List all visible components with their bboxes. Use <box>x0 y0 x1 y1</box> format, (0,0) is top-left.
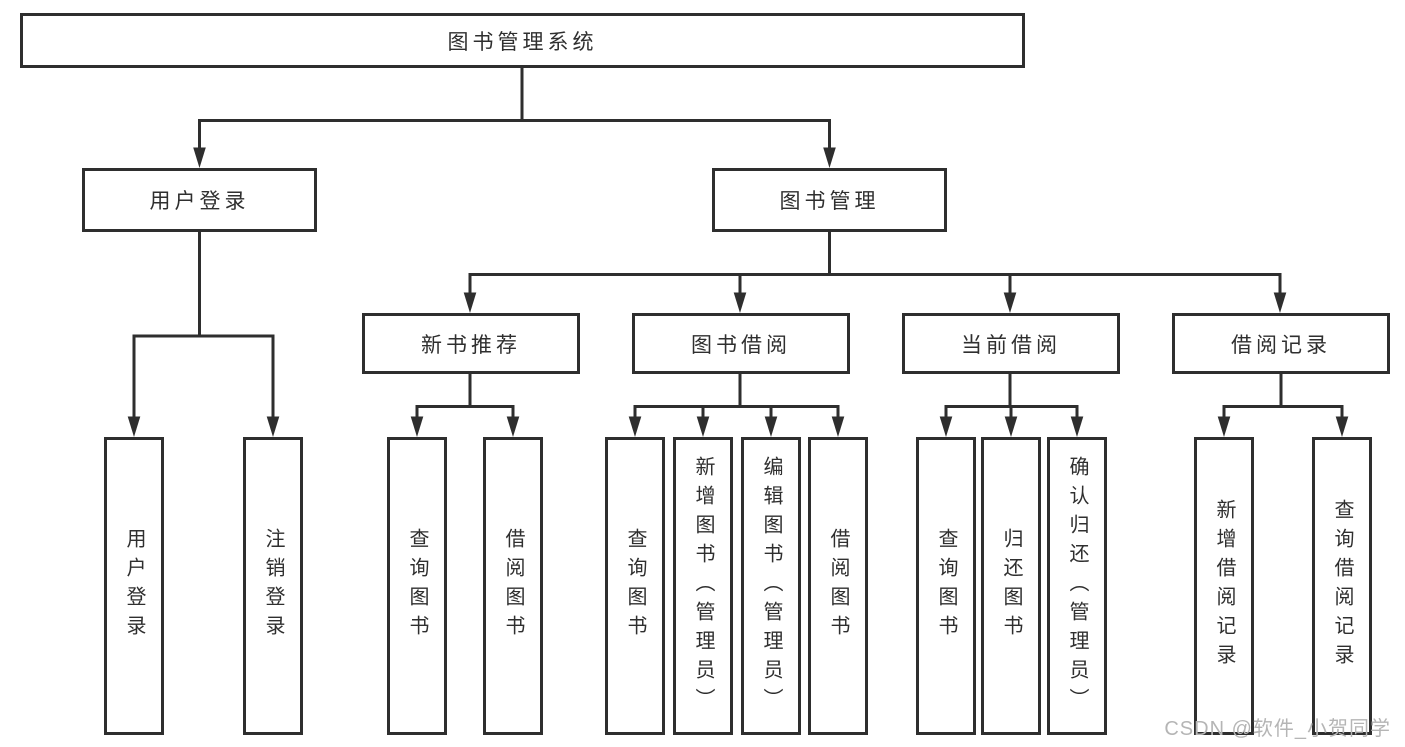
arrow-down-icon <box>127 416 141 437</box>
csdn-watermark: CSDN @软件_小贺同学 <box>1164 718 1391 740</box>
node-label: 编辑图书（管理员） <box>760 455 782 717</box>
arrow-down-icon <box>831 416 845 437</box>
arrow-down-icon <box>939 416 953 437</box>
node-label: 归还图书 <box>1000 528 1022 644</box>
node-book-management: 图书管理 <box>712 168 947 232</box>
leaf-query-borrowing-record: 查询借阅记录 <box>1312 437 1372 735</box>
arrow-down-icon <box>764 416 778 437</box>
node-label: 借阅图书 <box>827 528 849 644</box>
node-library-system: 图书管理系统 <box>20 13 1025 68</box>
arrow-down-icon <box>463 292 477 313</box>
node-new-book-recommendation: 新书推荐 <box>362 313 580 374</box>
arrow-down-icon <box>823 147 836 168</box>
arrow-down-icon <box>1003 292 1017 313</box>
node-label: 新书推荐 <box>421 333 521 357</box>
leaf-query-books-borrowing: 查询图书 <box>605 437 665 735</box>
connector-rail-bor <box>633 405 840 418</box>
node-label: 注销登录 <box>262 528 284 644</box>
leaf-logout: 注销登录 <box>243 437 303 735</box>
node-label: 当前借阅 <box>961 333 1061 357</box>
arrow-down-icon <box>1217 416 1231 437</box>
leaf-borrow-books-borrowing: 借阅图书 <box>808 437 868 735</box>
leaf-user-login: 用户登录 <box>104 437 164 735</box>
connector-rail-recd <box>1222 405 1344 418</box>
node-label: 用户登录 <box>123 528 145 644</box>
leaf-add-borrowing-record: 新增借阅记录 <box>1194 437 1254 735</box>
arrow-down-icon <box>266 416 280 437</box>
arrow-down-icon <box>733 292 747 313</box>
leaf-confirm-return-admin: 确认归还（管理员） <box>1047 437 1107 735</box>
arrow-down-icon <box>696 416 710 437</box>
node-label: 查询图书 <box>624 528 646 644</box>
arrow-down-icon <box>1004 416 1018 437</box>
connector-rail-rec <box>415 405 515 418</box>
leaf-query-books-current: 查询图书 <box>916 437 976 735</box>
arrow-down-icon <box>1335 416 1349 437</box>
node-label: 图书管理系统 <box>447 30 598 54</box>
connector-rail-level2 <box>198 119 831 149</box>
node-borrowing-records: 借阅记录 <box>1172 313 1390 374</box>
node-current-borrowing: 当前借阅 <box>902 313 1120 374</box>
node-user-login: 用户登录 <box>82 168 317 232</box>
node-label: 查询借阅记录 <box>1331 499 1353 673</box>
node-label: 借阅图书 <box>502 528 524 644</box>
node-label: 借阅记录 <box>1231 333 1331 357</box>
connector-rail-login <box>132 334 275 418</box>
connector-rail-level3 <box>468 273 1282 294</box>
arrow-down-icon <box>1070 416 1084 437</box>
leaf-query-books-recommendation: 查询图书 <box>387 437 447 735</box>
node-label: 查询图书 <box>935 528 957 644</box>
leaf-borrow-books-recommendation: 借阅图书 <box>483 437 543 735</box>
arrow-down-icon <box>628 416 642 437</box>
node-book-borrowing: 图书借阅 <box>632 313 850 374</box>
arrow-down-icon <box>1273 292 1287 313</box>
arrow-down-icon <box>506 416 520 437</box>
node-label: 查询图书 <box>406 528 428 644</box>
node-label: 新增借阅记录 <box>1213 499 1235 673</box>
node-label: 确认归还（管理员） <box>1066 455 1088 717</box>
arrow-down-icon <box>193 147 206 168</box>
arrow-down-icon <box>410 416 424 437</box>
node-label: 图书借阅 <box>691 333 791 357</box>
leaf-add-books-admin: 新增图书（管理员） <box>673 437 733 735</box>
leaf-edit-books-admin: 编辑图书（管理员） <box>741 437 801 735</box>
leaf-return-books: 归还图书 <box>981 437 1041 735</box>
node-label: 图书管理 <box>779 190 880 213</box>
node-label: 用户登录 <box>149 190 250 213</box>
node-label: 新增图书（管理员） <box>692 455 714 717</box>
